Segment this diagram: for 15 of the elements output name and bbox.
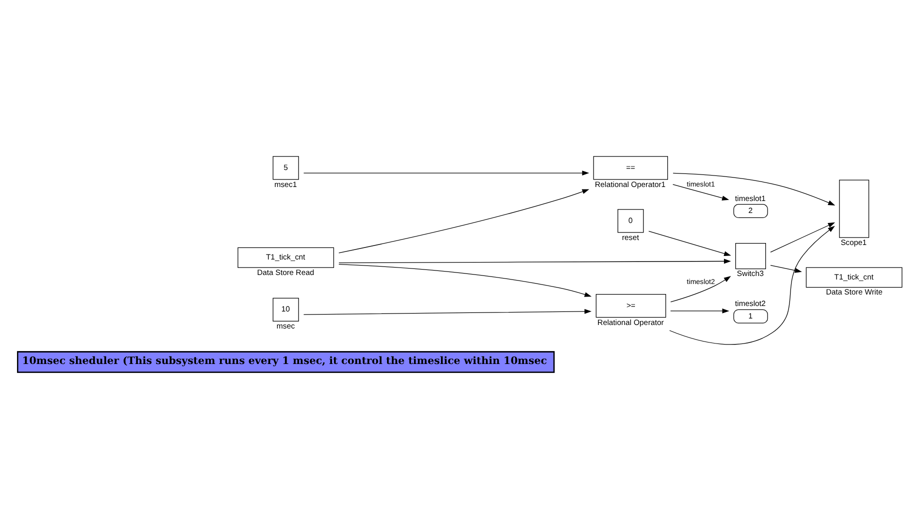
arrow [303, 309, 592, 315]
arrow [770, 222, 836, 252]
arrow [670, 308, 730, 314]
arrow [670, 276, 731, 302]
arrow [338, 264, 592, 297]
node-box [735, 242, 766, 270]
node-box [839, 180, 870, 238]
arrow [672, 172, 836, 206]
arrow [648, 230, 732, 256]
arrow [669, 226, 835, 345]
arrow [770, 264, 802, 273]
arrow [672, 184, 730, 200]
arrow [303, 170, 590, 176]
arrow [338, 189, 590, 254]
arrow [338, 258, 731, 264]
